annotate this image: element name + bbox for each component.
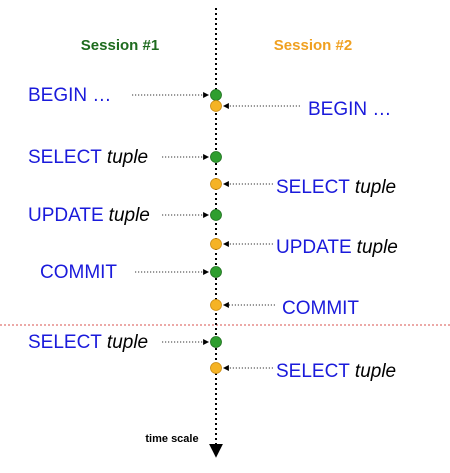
session-1-event-4-command: COMMIT [40, 262, 117, 283]
time-scale-caption: time scale [145, 433, 198, 445]
session-1-event-5-object: tuple [107, 332, 148, 353]
session-2-event-5-command: SELECT [276, 361, 350, 382]
session-2-event-4-dot [210, 299, 222, 311]
session-2-event-1-dot [210, 100, 222, 112]
session-1-event-3-command: UPDATE [28, 205, 104, 226]
session-1-event-2-object: tuple [107, 147, 148, 168]
session-1-event-5-dot [210, 336, 222, 348]
session-1-event-1-command: BEGIN … [28, 85, 111, 106]
session-2-event-5-dot [210, 362, 222, 374]
session-1-header: Session #1 [81, 37, 159, 54]
session-2-event-1: BEGIN … [210, 99, 391, 120]
session-1-event-4: COMMIT [40, 262, 222, 283]
session-2-event-3-object: tuple [357, 237, 398, 258]
session-2-header: Session #2 [274, 37, 352, 54]
session-2-event-5-object: tuple [355, 361, 396, 382]
session-1-event-2-dot [210, 151, 222, 163]
session-1-event-1-label: BEGIN … [28, 85, 111, 106]
session-2-event-4: COMMIT [210, 298, 359, 319]
session-2-event-2-dot [210, 178, 222, 190]
session-1-event-4-dot [210, 266, 222, 278]
session-1-event-4-label: COMMIT [40, 262, 117, 283]
session-2-event-4-command: COMMIT [282, 298, 359, 319]
session-2-event-4-label: COMMIT [282, 298, 359, 319]
session-2-event-2-command: SELECT [276, 177, 350, 198]
session-2-event-3-command: UPDATE [276, 237, 352, 258]
session-1-event-5-command: SELECT [28, 332, 102, 353]
session-2-event-1-label: BEGIN … [308, 99, 391, 120]
session-1-event-2-command: SELECT [28, 147, 102, 168]
session-1-event-3-dot [210, 209, 222, 221]
session-1-event-3-object: tuple [109, 205, 150, 226]
session-2-event-1-command: BEGIN … [308, 99, 391, 120]
session-2-event-2-object: tuple [355, 177, 396, 198]
session-2-event-3-dot [210, 238, 222, 250]
session-1-event-1-dot [210, 89, 222, 101]
session-1-event-1: BEGIN … [28, 85, 222, 106]
